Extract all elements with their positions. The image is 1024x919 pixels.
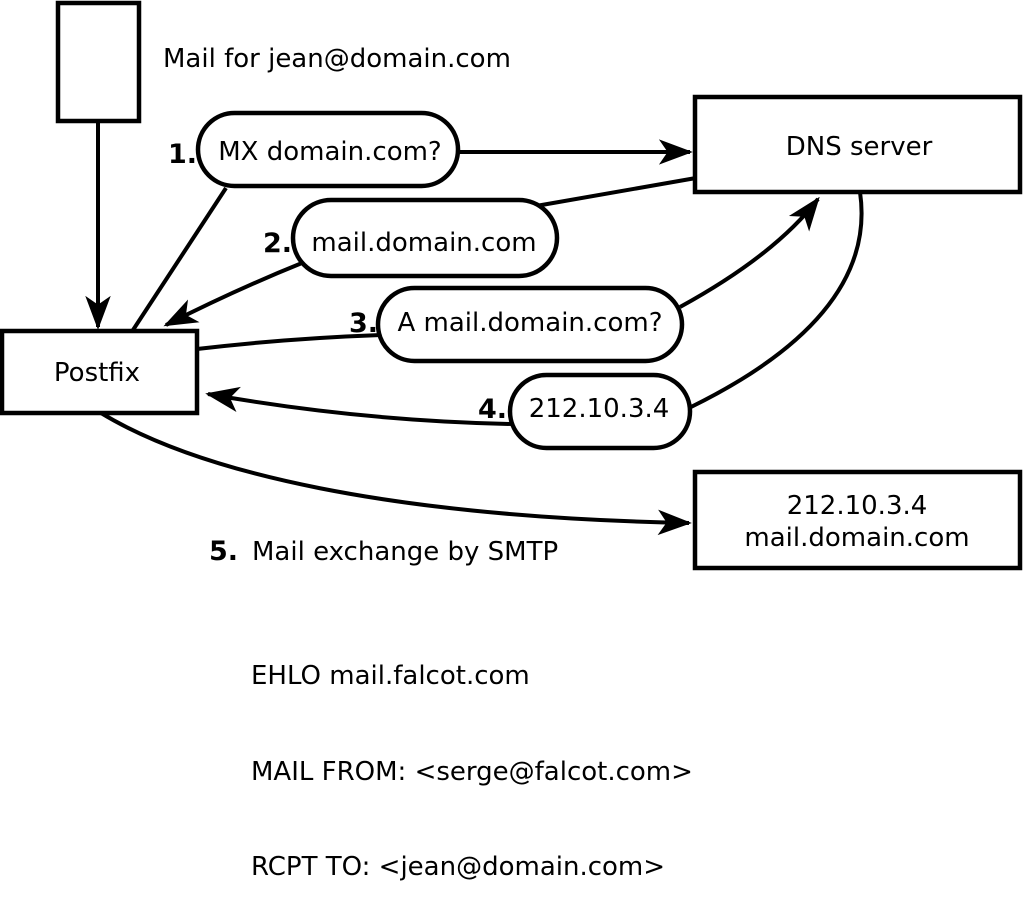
step-3-label: A mail.domain.com?	[398, 308, 663, 338]
line-dns-to-mx-reply	[535, 176, 697, 208]
step-1-label: MX domain.com?	[218, 137, 441, 167]
smtp-line: MAIL FROM: <serge@falcot.com>	[251, 756, 693, 787]
line-postfix-to-mx-query	[131, 186, 228, 332]
arrow-mx-reply-to-postfix	[163, 261, 303, 327]
step-1-number: 1.	[168, 139, 197, 170]
step-3-number: 3.	[349, 308, 378, 339]
step-4-pill	[507, 372, 693, 451]
dns-server-label: DNS server	[786, 132, 933, 162]
arrow-a-reply-to-postfix	[205, 386, 513, 426]
postfix-box	[0, 328, 200, 416]
line-dns-to-a-reply	[690, 191, 864, 409]
mail-server-hostname: mail.domain.com	[744, 523, 969, 553]
mail-message-icon	[55, 0, 142, 124]
smtp-line: EHLO mail.falcot.com	[251, 661, 530, 692]
step-2-pill	[290, 197, 560, 279]
step-1-pill	[195, 110, 461, 189]
arrow-a-query-to-dns	[679, 196, 820, 309]
step-5-number: 5.	[209, 536, 238, 567]
smtp-line: RCPT TO: <jean@domain.com>	[251, 851, 666, 882]
step-4-number: 4.	[478, 394, 507, 425]
step-5-label: Mail exchange by SMTP	[252, 537, 558, 567]
step-4-label: 212.10.3.4	[529, 394, 670, 424]
step-3-pill	[375, 285, 685, 364]
mail-server-ip: 212.10.3.4	[787, 491, 928, 521]
dns-server-box	[692, 94, 1023, 195]
postfix-label: Postfix	[54, 358, 140, 388]
arrow-smtp-to-mailserver	[99, 411, 692, 536]
step-2-label: mail.domain.com	[311, 228, 536, 258]
smtp-transcript: EHLO mail.falcot.com MAIL FROM: <serge@f…	[251, 598, 693, 919]
line-postfix-to-a-query	[196, 333, 382, 351]
mail-server-box	[692, 469, 1023, 571]
diagram-title: Mail for jean@domain.com	[163, 44, 511, 74]
step-2-number: 2.	[263, 228, 292, 259]
